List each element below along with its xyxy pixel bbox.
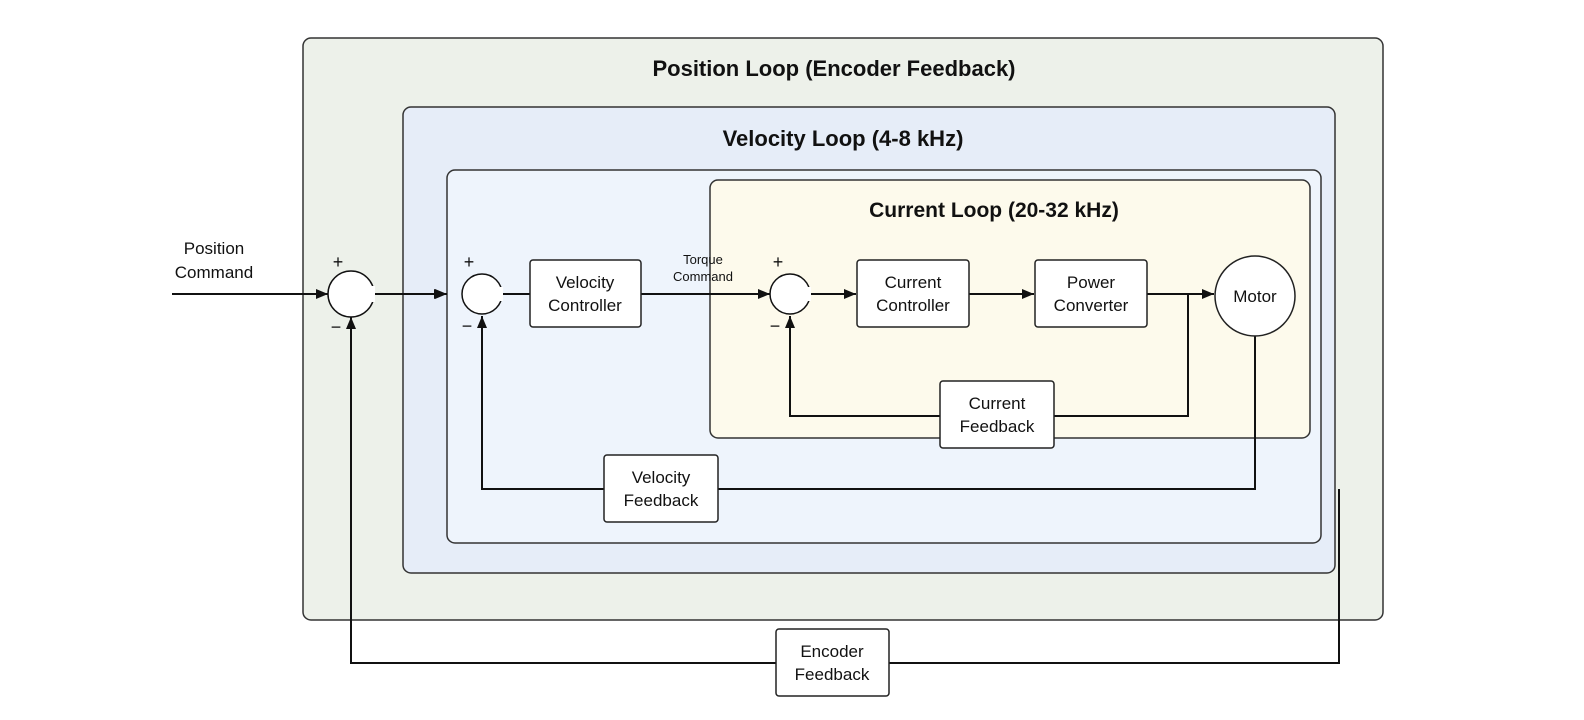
current-controller-line2: Controller: [876, 296, 950, 315]
velocity-sum-plus-sign: +: [464, 252, 475, 272]
encoder-feedback-block: [775, 628, 890, 697]
encoder-feedback-line2: Feedback: [795, 665, 870, 684]
velocity-loop-title: Velocity Loop (4-8 kHz): [723, 126, 964, 151]
current-feedback-arrow: [785, 316, 940, 417]
current-feedback-line2: Feedback: [960, 417, 1035, 436]
position-sum-plus-sign: +: [333, 252, 344, 272]
velocity-controller-line2: Controller: [548, 296, 622, 315]
current-sum-minus-sign: −: [770, 316, 781, 336]
power-converter-line2: Converter: [1054, 296, 1129, 315]
encoder-feedback-arrow: [346, 317, 776, 664]
torque-command-label-line1: Torque: [683, 252, 723, 267]
position-command-label-line1: Position: [184, 239, 244, 258]
current-feedback-block: [939, 380, 1055, 449]
current-summing-junction: [769, 273, 811, 315]
position-summing-junction: [327, 270, 375, 318]
velocity-sense-wire: [718, 336, 1256, 490]
position-sum-minus-sign: −: [331, 317, 342, 337]
torque-command-label-line2: Command: [673, 269, 733, 284]
position-command-label-line2: Command: [175, 263, 253, 282]
current-sense-wire: [1054, 294, 1189, 417]
velocity-feedback-line2: Feedback: [624, 491, 699, 510]
velocity-controller-block: [529, 259, 642, 328]
position-loop-title: Position Loop (Encoder Feedback): [652, 56, 1015, 81]
encoder-sense-wire: [889, 489, 1340, 664]
current-controller-line1: Current: [885, 273, 942, 292]
velocity-feedback-line1: Velocity: [632, 468, 691, 487]
current-sum-plus-sign: +: [773, 252, 784, 272]
power-converter-line1: Power: [1067, 273, 1116, 292]
velocity-feedback-arrow: [477, 316, 604, 490]
current-feedback-line1: Current: [969, 394, 1026, 413]
velocity-summing-junction: [461, 273, 503, 315]
current-controller-block: [856, 259, 970, 328]
velocity-sum-minus-sign: −: [462, 316, 473, 336]
velocity-feedback-block: [603, 454, 719, 523]
current-loop-title: Current Loop (20-32 kHz): [869, 199, 1119, 222]
motor-block: [1214, 255, 1296, 337]
power-converter-block: [1034, 259, 1148, 328]
motor-label: Motor: [1233, 287, 1277, 306]
encoder-feedback-line1: Encoder: [800, 642, 864, 661]
velocity-controller-line1: Velocity: [556, 273, 615, 292]
